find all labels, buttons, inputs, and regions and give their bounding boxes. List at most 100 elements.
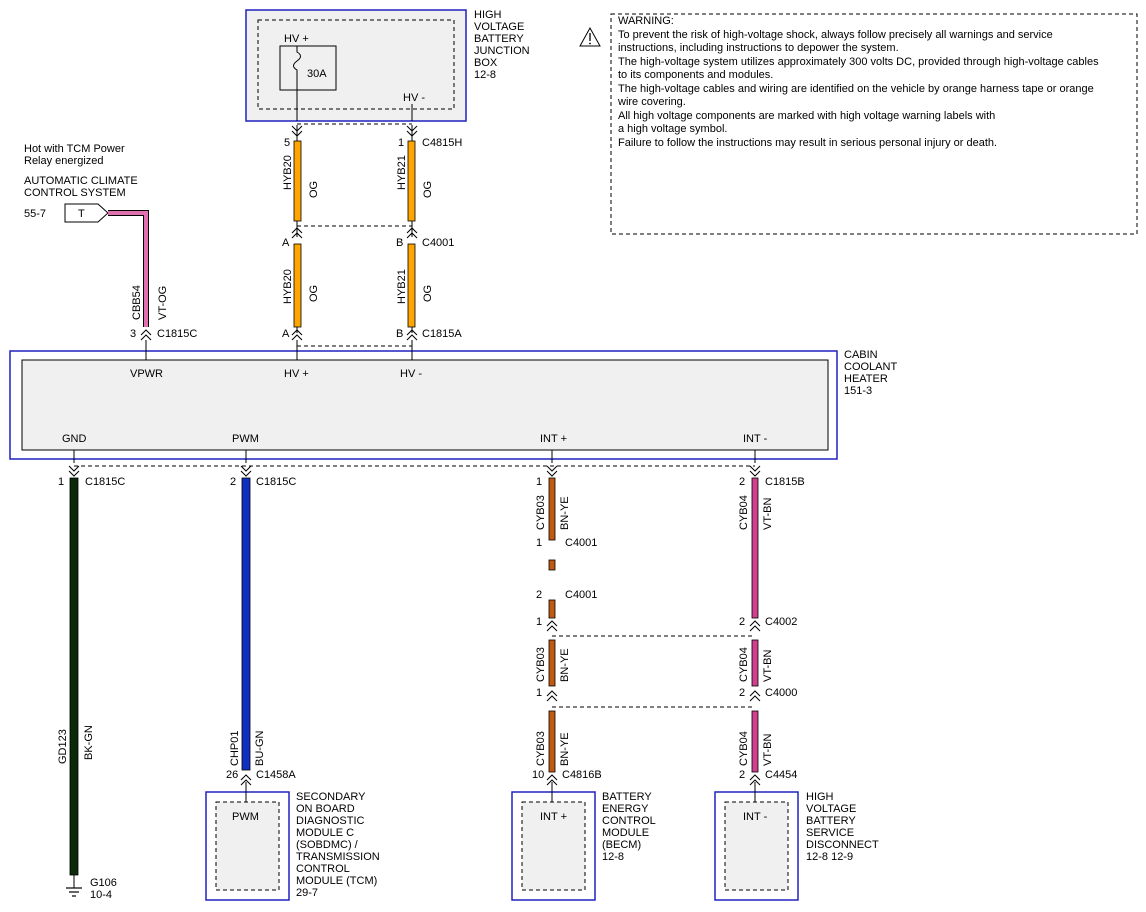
module-name: CABIN — [844, 349, 878, 361]
module-name: ENERGY — [602, 803, 649, 815]
source-name: AUTOMATIC CLIMATE — [24, 175, 138, 187]
connector-symbol — [749, 774, 761, 786]
warning-line: instructions, including instructions to … — [618, 42, 899, 54]
connector-symbol — [406, 227, 418, 239]
module-ref: 12-8 — [474, 69, 496, 81]
module-inner-dashed — [724, 801, 789, 891]
connector-name: C4001 — [565, 589, 597, 601]
connector-symbol — [546, 690, 558, 702]
wire-cyb04-2 — [751, 639, 759, 687]
connector-pin: 1 — [58, 476, 64, 488]
wire-circuit: CYB03 — [535, 495, 547, 530]
warning-line: WARNING: — [618, 15, 674, 27]
warning-line: wire covering. — [617, 96, 686, 108]
becm-module: INT + BATTERY ENERGY CONTROL MODULE (BEC… — [511, 791, 656, 901]
module-name: COOLANT — [844, 361, 897, 373]
wire-gd123 — [69, 477, 79, 876]
connector-symbol — [240, 774, 252, 786]
warning-line: a high voltage symbol. — [618, 123, 727, 135]
wire-labels: HYB20 OG HYB21 OG HYB20 OG HYB21 OG CBB5… — [57, 155, 774, 766]
connector-name: C4000 — [765, 687, 797, 699]
connector-name: C1458A — [256, 769, 296, 781]
wire-color: VT-OG — [157, 286, 169, 320]
connector-name: C1815C — [85, 476, 125, 488]
module-name: (SOBDMC) / — [296, 839, 359, 851]
connector-name: C4001 — [565, 537, 597, 549]
warning-box — [610, 13, 1138, 235]
module-name: DISCONNECT — [806, 839, 879, 851]
source-note: Relay energized — [24, 155, 104, 167]
module-inner-dashed — [215, 801, 280, 891]
connector-symbol — [68, 465, 80, 477]
module-name: CONTROL — [602, 815, 656, 827]
connector-name: C4002 — [765, 616, 797, 628]
wire-circuit: HYB21 — [396, 155, 408, 190]
wire-color: BN-YE — [559, 648, 571, 682]
connector-pin: 10 — [532, 769, 544, 781]
connector-symbol — [546, 465, 558, 477]
connector-symbol — [749, 620, 761, 632]
wire-circuit: HYB21 — [396, 269, 408, 304]
connector-name: C4454 — [765, 769, 797, 781]
source-name: CONTROL SYSTEM — [24, 187, 126, 199]
module-name: BATTERY — [602, 791, 652, 803]
wire-cyb03-3 — [548, 710, 556, 773]
climate-control-source: Hot with TCM Power Relay energized AUTOM… — [24, 143, 138, 223]
module-ref: 29-7 — [296, 887, 318, 899]
wire-circuit: CYB03 — [535, 731, 547, 766]
wire-circuit: HYB20 — [282, 269, 294, 304]
ground-ref: 10-4 — [90, 889, 112, 901]
warning-icon — [579, 26, 601, 47]
module-name: MODULE (TCM) — [296, 875, 377, 887]
pin-label: INT + — [540, 433, 567, 445]
module-name: SERVICE — [806, 827, 854, 839]
connector-symbol — [140, 329, 152, 341]
wire-circuit: CYB03 — [535, 647, 547, 682]
module-name: TRANSMISSION — [296, 851, 380, 863]
connector-pin: 2 — [739, 769, 745, 781]
module-inner — [21, 359, 829, 451]
module-name: BOX — [474, 57, 498, 69]
connector-name: C4815H — [422, 137, 462, 149]
connector-pin: 2 — [739, 476, 745, 488]
wire-cbb54-fill — [108, 211, 148, 327]
ground-g106: G106 10-4 — [66, 875, 117, 901]
pin-label: HV + — [284, 33, 309, 45]
connector-symbol — [291, 329, 303, 341]
connector-pin: 1 — [536, 616, 542, 628]
connector-pin: 2 — [230, 476, 236, 488]
connector-labels: 5 1 C4815H A B C4001 3 C1815C A B C1815A… — [58, 137, 805, 781]
fuse-box — [279, 45, 337, 91]
connector-name: C4816B — [562, 769, 602, 781]
pin-label: VPWR — [130, 368, 163, 380]
module-name: HIGH — [474, 9, 502, 21]
connector-pin: 2 — [536, 589, 542, 601]
fuse-rating: 30A — [307, 68, 327, 80]
pin-label: HV + — [284, 368, 309, 380]
hv-battery-junction-box: HV + 30A HV - HIGH VOLTAGE BATTERY JUNCT… — [245, 9, 530, 122]
source-note: Hot with TCM Power — [24, 143, 125, 155]
module-name: BATTERY — [806, 815, 856, 827]
module-inner-dashed — [257, 19, 455, 110]
wire-hyb20-lower — [293, 243, 302, 328]
connector-symbols — [68, 125, 761, 786]
wire-circuit: CBB54 — [131, 285, 143, 320]
connector-pin: 1 — [536, 687, 542, 699]
connector-name: C1815A — [422, 328, 462, 340]
connector-pin: 2 — [739, 687, 745, 699]
wire-chp01 — [241, 477, 251, 771]
connector-name: C1815C — [256, 476, 296, 488]
module-inner-dashed — [521, 801, 586, 891]
tcm-module: PWM SECONDARY ON BOARD DIAGNOSTIC MODULE… — [205, 791, 380, 901]
pin-label: INT + — [540, 811, 567, 823]
wire-circuit: CYB04 — [738, 731, 750, 766]
connector-name: C1815C — [157, 328, 197, 340]
connector-pin: 26 — [226, 769, 238, 781]
module-name: HEATER — [844, 373, 888, 385]
connector-pin: 5 — [284, 137, 290, 149]
module-name: DIAGNOSTIC — [296, 815, 365, 827]
connector-symbol — [749, 465, 761, 477]
wire-hyb21-lower — [407, 243, 416, 328]
wire-cyb04-3 — [751, 710, 759, 773]
connector-pin: 1 — [536, 537, 542, 549]
